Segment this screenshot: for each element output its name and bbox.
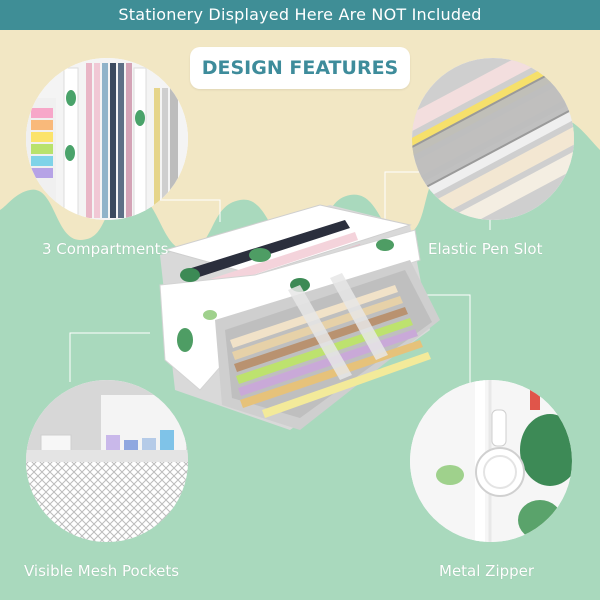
feature-label-elastic-slot: Elastic Pen Slot	[428, 240, 543, 258]
feature-label-compartments: 3 Compartments	[42, 240, 169, 258]
feature-label-zipper: Metal Zipper	[439, 562, 535, 580]
elastic-slot-photo	[412, 58, 574, 220]
pencil-case-compartments-icon	[26, 58, 188, 220]
compartments-photo	[26, 58, 188, 220]
section-title: DESIGN FEATURES	[190, 47, 410, 89]
feature-label-mesh-pockets: Visible Mesh Pockets	[24, 562, 180, 580]
disclaimer-banner: Stationery Displayed Here Are NOT Includ…	[0, 0, 600, 30]
zipper-photo	[410, 380, 572, 542]
mesh-pocket-icon	[26, 380, 188, 542]
zipper-icon	[410, 380, 572, 542]
mesh-pocket-photo	[26, 380, 188, 542]
elastic-pen-slot-icon	[412, 58, 574, 220]
